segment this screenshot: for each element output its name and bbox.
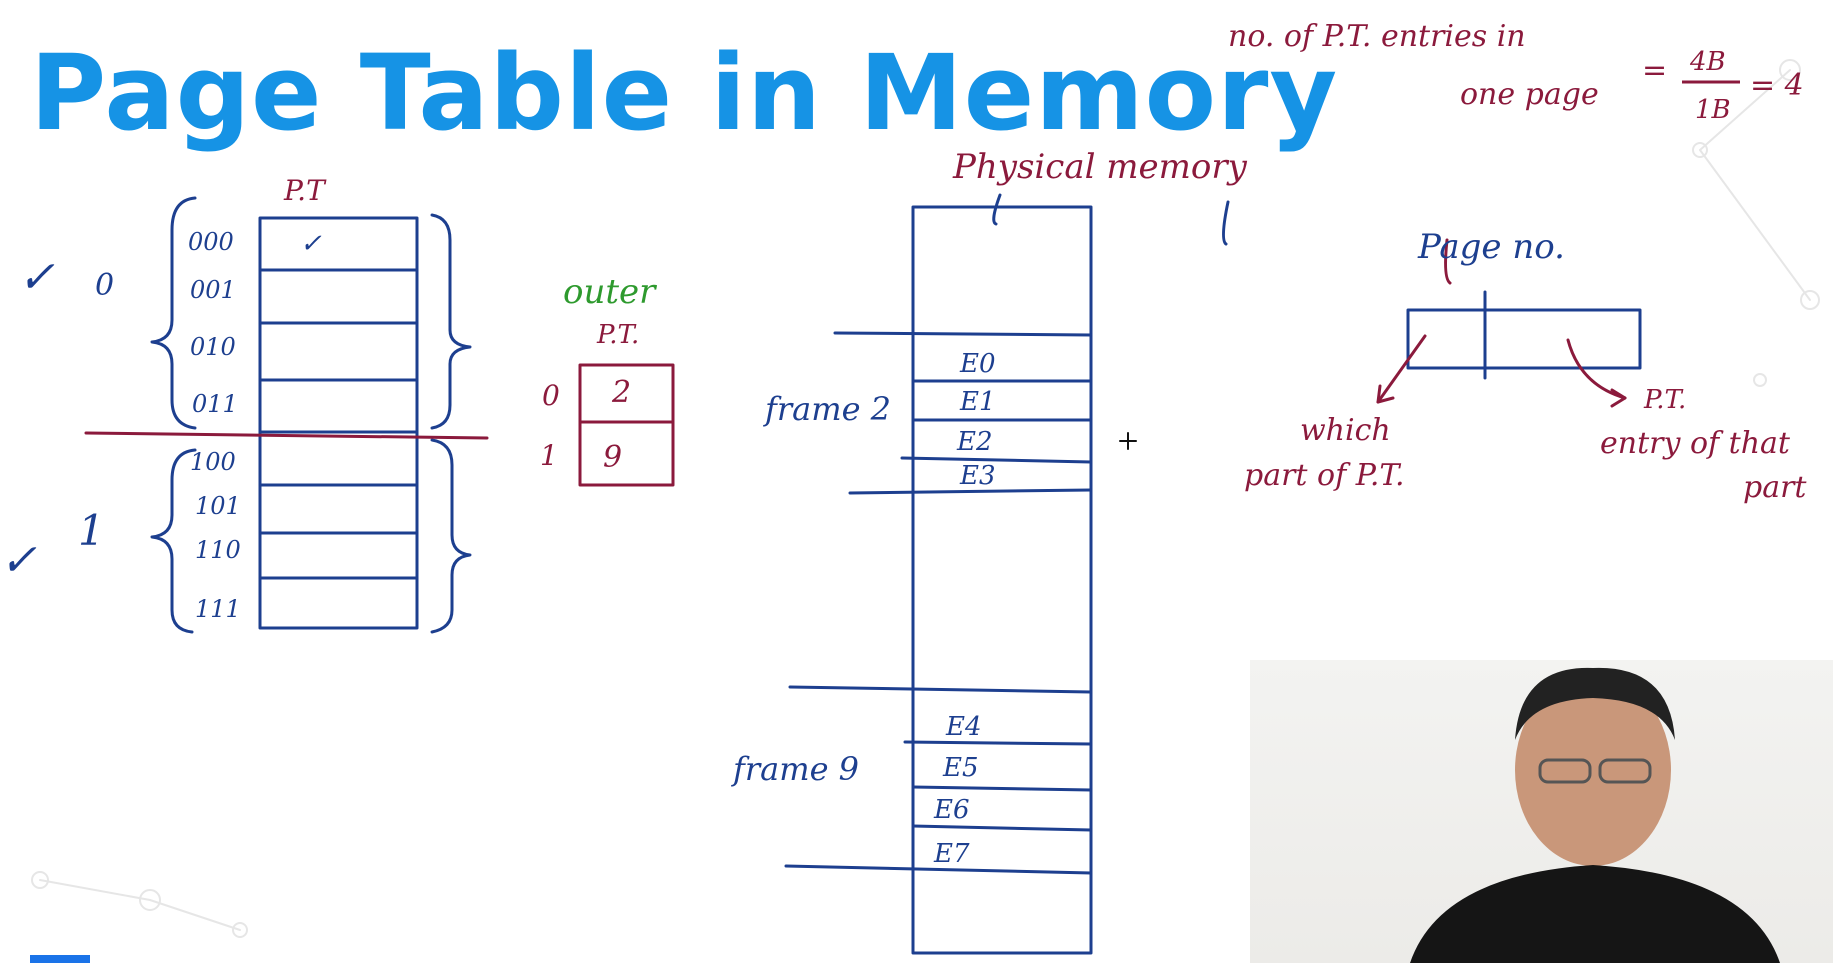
entries-note-denominator: 1B: [1695, 95, 1731, 125]
physical-memory-column: [784, 193, 1230, 955]
entry-e6: E6: [933, 795, 970, 825]
entry-e4: E4: [945, 712, 982, 742]
pt-entry-checkmark-icon: ✓: [300, 229, 322, 259]
which-part-note-line1: which: [1300, 413, 1391, 448]
page-table-label: P.T: [283, 174, 327, 207]
entry-e0: E0: [959, 349, 996, 379]
arrows: [1376, 238, 1627, 408]
group-label-1: 1: [78, 506, 105, 555]
slide-title: Page Table in Memory: [30, 32, 1339, 154]
entry-e1: E1: [959, 387, 996, 417]
frame-2-label: frame 2: [763, 390, 891, 428]
presenter-silhouette: [1410, 667, 1780, 963]
entry-note-line2: entry of that: [1600, 426, 1791, 461]
checkmark-icon-1: ✓: [0, 535, 37, 586]
handwritten-text: no. of P.T. entries in one page = 4B 1B …: [0, 19, 1807, 869]
group-label-0: 0: [95, 268, 114, 303]
page-table-box: [150, 196, 472, 634]
outer-pt-index-1: 1: [540, 439, 558, 472]
outer-pt-label-line2: P.T.: [596, 320, 639, 350]
entry-note-line1: P.T.: [1643, 385, 1686, 415]
crosshair-cursor-icon: [1119, 432, 1137, 450]
page-no-label: Page no.: [1417, 227, 1565, 267]
pt-row-111: 111: [195, 595, 241, 623]
entry-e2: E2: [956, 427, 993, 457]
outer-page-table-box: [578, 363, 675, 487]
outer-pt-value-1: 9: [603, 440, 622, 475]
checkmark-icon-0: ✓: [18, 252, 55, 303]
entries-note-numerator: 4B: [1689, 47, 1726, 77]
entries-note-line1: no. of P.T. entries in: [1228, 19, 1526, 54]
pt-row-101: 101: [195, 492, 241, 520]
outer-pt-index-0: 0: [542, 379, 560, 412]
pt-row-100: 100: [190, 448, 236, 476]
footer-tab: [30, 955, 90, 963]
pt-row-110: 110: [195, 536, 241, 564]
page-number-box: [1406, 290, 1642, 380]
which-part-note-line2: part of P.T.: [1244, 458, 1405, 493]
entry-e3: E3: [959, 461, 996, 491]
network-decoration: [31, 59, 1820, 938]
presenter-video: [1250, 660, 1833, 963]
entries-note-result: = 4: [1750, 68, 1804, 103]
outer-pt-value-0: 2: [611, 375, 631, 410]
outer-pt-label-line1: outer: [563, 272, 657, 312]
frame-9-label: frame 9: [731, 750, 859, 788]
pt-row-010: 010: [190, 333, 236, 361]
pt-row-001: 001: [190, 276, 236, 304]
pt-row-000: 000: [188, 228, 234, 256]
entries-note-line2: one page: [1460, 77, 1599, 112]
physical-memory-label: Physical memory: [952, 147, 1248, 187]
pt-row-011: 011: [192, 390, 238, 418]
entry-e7: E7: [933, 839, 970, 869]
entry-note-line3: part: [1743, 470, 1807, 505]
entries-note-eq: =: [1642, 53, 1667, 88]
entry-e5: E5: [942, 753, 979, 783]
